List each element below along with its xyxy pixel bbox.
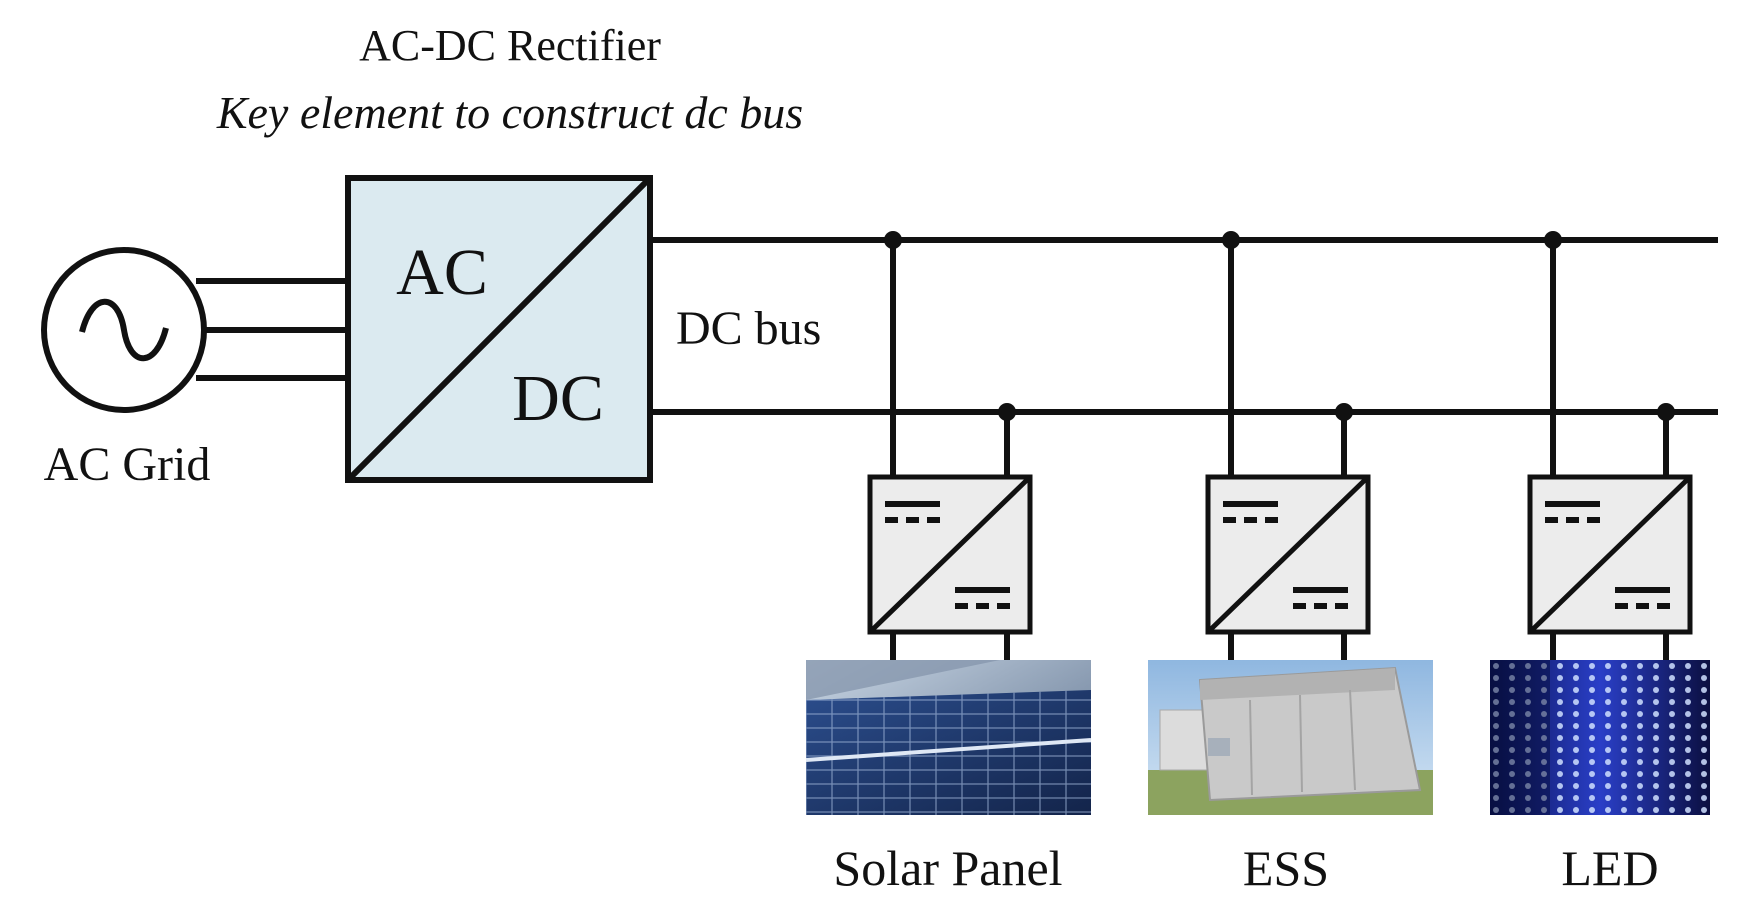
ac-dc-rectifier xyxy=(345,175,653,483)
solar-panel-photo xyxy=(805,660,1092,815)
diagram-title: AC-DC Rectifier xyxy=(359,21,661,70)
dc-symbol-icon xyxy=(955,587,1010,609)
dc-symbol-icon xyxy=(1545,501,1600,523)
dc-bus xyxy=(650,237,1718,415)
dc-symbol-icon xyxy=(885,501,940,523)
bus-junction xyxy=(998,403,1016,421)
three-phase-lines xyxy=(196,278,348,381)
converter-led xyxy=(1527,231,1693,660)
diagram-subtitle: Key element to construct dc bus xyxy=(216,87,803,138)
bus-junction xyxy=(884,231,902,249)
converter-solar xyxy=(867,231,1033,660)
converter-ess xyxy=(1205,231,1371,660)
load-label-ess: ESS xyxy=(1243,840,1329,896)
rectifier-dc-label: DC xyxy=(512,362,604,435)
ac-grid-label: AC Grid xyxy=(44,438,211,491)
dc-symbol-icon xyxy=(1615,587,1670,609)
led-matrix-photo xyxy=(1490,660,1710,815)
dc-bus-label: DC bus xyxy=(676,302,821,355)
sine-wave-icon xyxy=(79,298,169,362)
bus-junction xyxy=(1657,403,1675,421)
dc-symbol-icon xyxy=(1223,501,1278,523)
ess-container-photo xyxy=(1148,660,1433,815)
ac-grid-source xyxy=(41,247,207,413)
load-label-led: LED xyxy=(1561,840,1658,896)
bus-junction xyxy=(1222,231,1240,249)
rectifier-ac-label: AC xyxy=(396,236,488,309)
bus-junction xyxy=(1335,403,1353,421)
load-label-solar: Solar Panel xyxy=(833,840,1062,896)
dc-symbol-icon xyxy=(1293,587,1348,609)
bus-junction xyxy=(1544,231,1562,249)
